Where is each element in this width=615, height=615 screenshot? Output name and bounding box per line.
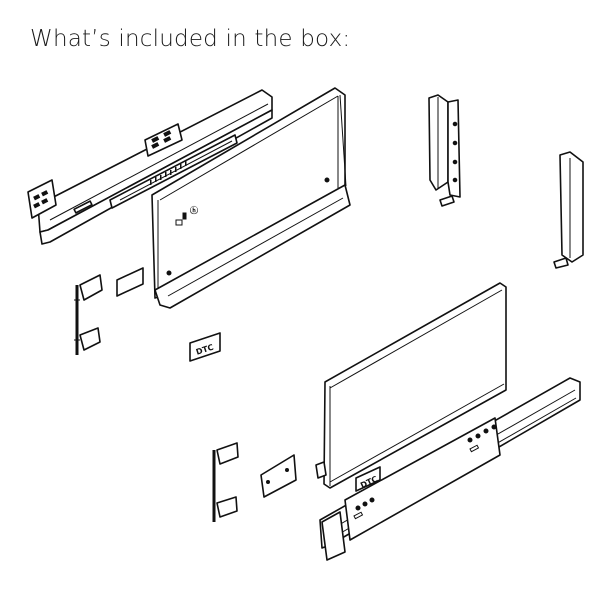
runner-right xyxy=(320,378,580,560)
badge-left: DTC xyxy=(190,333,220,361)
page-title: What’s included in the box: xyxy=(30,26,351,52)
rear-bracket-right xyxy=(554,152,583,268)
runner-left xyxy=(28,90,272,244)
front-fixing-left xyxy=(74,275,102,355)
front-fixing-right xyxy=(214,443,238,522)
svg-text:ⓗ: ⓗ xyxy=(190,205,198,215)
side-panel-left: ⓗ xyxy=(152,88,350,308)
rear-bracket-left xyxy=(429,95,460,206)
cover-cap-left xyxy=(117,268,143,296)
mounting-plate xyxy=(261,455,296,497)
side-panel-right xyxy=(316,283,506,488)
